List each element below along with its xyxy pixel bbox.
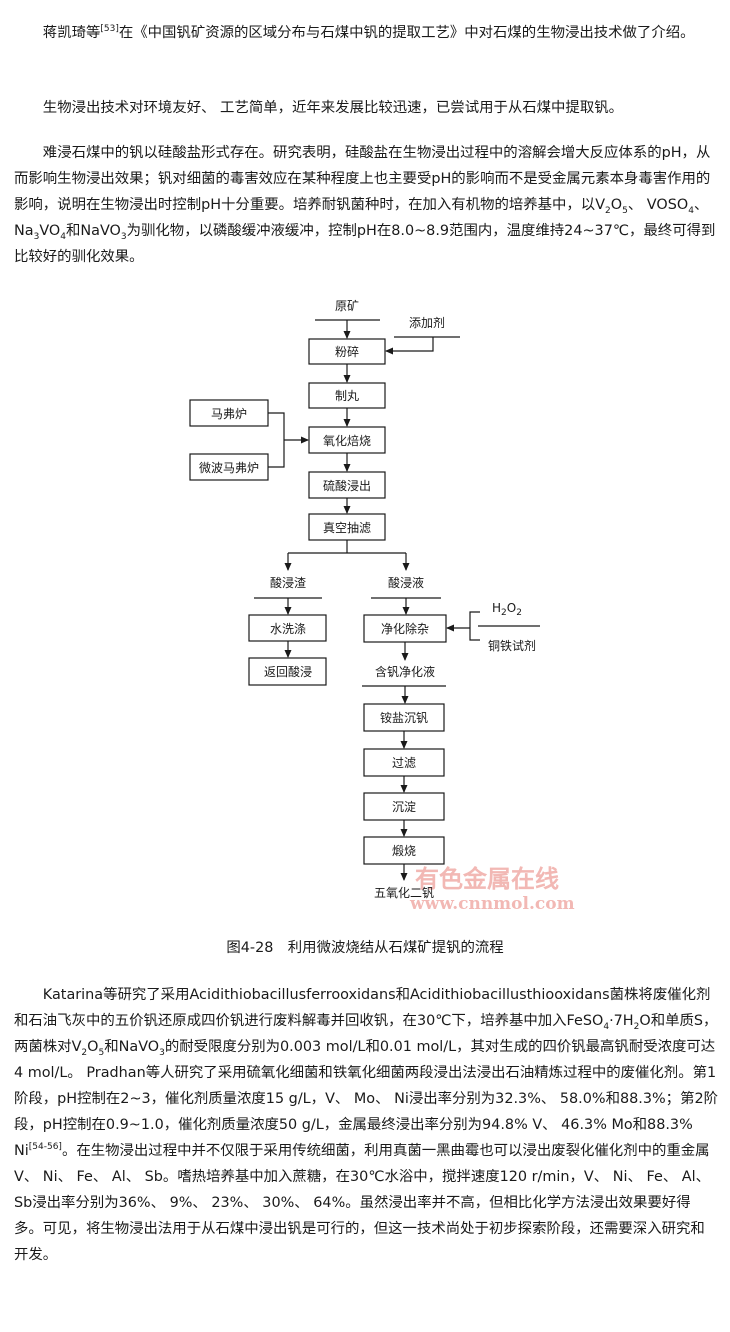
text-muffle: 马弗炉 bbox=[211, 407, 247, 421]
text-purify: 净化除杂 bbox=[381, 621, 429, 636]
label-acid-liquor: 酸浸液 bbox=[388, 575, 424, 590]
box-oxidize-roast bbox=[308, 426, 386, 454]
text-acid-leach: 硫酸浸出 bbox=[323, 478, 371, 493]
process-flowchart: 原矿 添加剂 粉碎 制丸 马弗炉 微波马弗炉 氧化焙烧 硫酸浸出 真空抽滤 酸浸… bbox=[189, 299, 575, 910]
label-acid-residue: 酸浸渣 bbox=[270, 575, 306, 590]
box-ammonium-precip bbox=[363, 703, 445, 732]
paragraph-bioleach: 生物浸出技术对环境友好、 工艺简单，近年来发展比较迅速，已尝试用于从石煤中提取钒… bbox=[42, 100, 623, 116]
text-pellet: 制丸 bbox=[335, 389, 359, 403]
label-cu-fe-reagent: 铜铁试剂 bbox=[488, 638, 536, 653]
box-precipitate bbox=[363, 792, 445, 821]
watermark-logo-text: 有色金属在线 bbox=[415, 865, 559, 893]
label-v-liquor: 含钒净化液 bbox=[375, 664, 435, 679]
arrow-additive-to-crush bbox=[385, 337, 434, 355]
text-vacuum-filter: 真空抽滤 bbox=[323, 521, 371, 535]
paragraph-silicate: 难浸石煤中的钒以硅酸盐形式存在。研究表明，硅酸盐在生物浸出过程中的溶解会增大反应… bbox=[14, 145, 716, 265]
label-additive: 添加剂 bbox=[409, 315, 445, 330]
label-raw-ore: 原矿 bbox=[335, 299, 359, 313]
label-product: 五氧化二钒 bbox=[374, 885, 434, 900]
box-muffle bbox=[189, 399, 269, 427]
box-filter bbox=[363, 748, 445, 777]
text-ammonium-precip: 铵盐沉钒 bbox=[380, 710, 428, 725]
text-microwave-muffle: 微波马弗炉 bbox=[199, 461, 259, 475]
label-h2o2: H2O2 bbox=[492, 601, 522, 618]
text-oxidize-roast: 氧化焙烧 bbox=[323, 433, 371, 448]
text-calcine: 煅烧 bbox=[392, 843, 416, 858]
box-return-leach bbox=[248, 657, 327, 686]
text-water-wash: 水洗涤 bbox=[270, 622, 306, 636]
citation-ref[interactable]: [53] bbox=[100, 24, 119, 35]
watermark-url: www.cnnmol.com bbox=[409, 894, 575, 910]
bracket-reagents bbox=[469, 611, 480, 641]
figure-caption: 图4-28 利用微波烧结从石煤矿提钒的流程 bbox=[226, 940, 504, 956]
text-precipitate: 沉淀 bbox=[392, 800, 416, 814]
text-crush: 粉碎 bbox=[335, 344, 359, 359]
box-vacuum-filter bbox=[308, 513, 386, 541]
paragraph-intro: 蒋凯琦等[53]在《中国钒矿资源的区域分布与石煤中钒的提取工艺》中对石煤的生物浸… bbox=[42, 24, 695, 41]
box-acid-leach bbox=[308, 471, 386, 499]
citation-ref[interactable]: [54-56] bbox=[28, 1142, 62, 1153]
paragraph-research: Katarina等研究了采用Acidithiobacillusferrooxid… bbox=[14, 987, 719, 1263]
text-filter: 过滤 bbox=[392, 756, 416, 770]
box-crush bbox=[308, 338, 386, 365]
text-return-leach: 返回酸浸 bbox=[264, 664, 312, 679]
box-water-wash bbox=[248, 614, 327, 642]
box-calcine bbox=[363, 836, 445, 865]
bracket-furnaces bbox=[268, 412, 285, 468]
